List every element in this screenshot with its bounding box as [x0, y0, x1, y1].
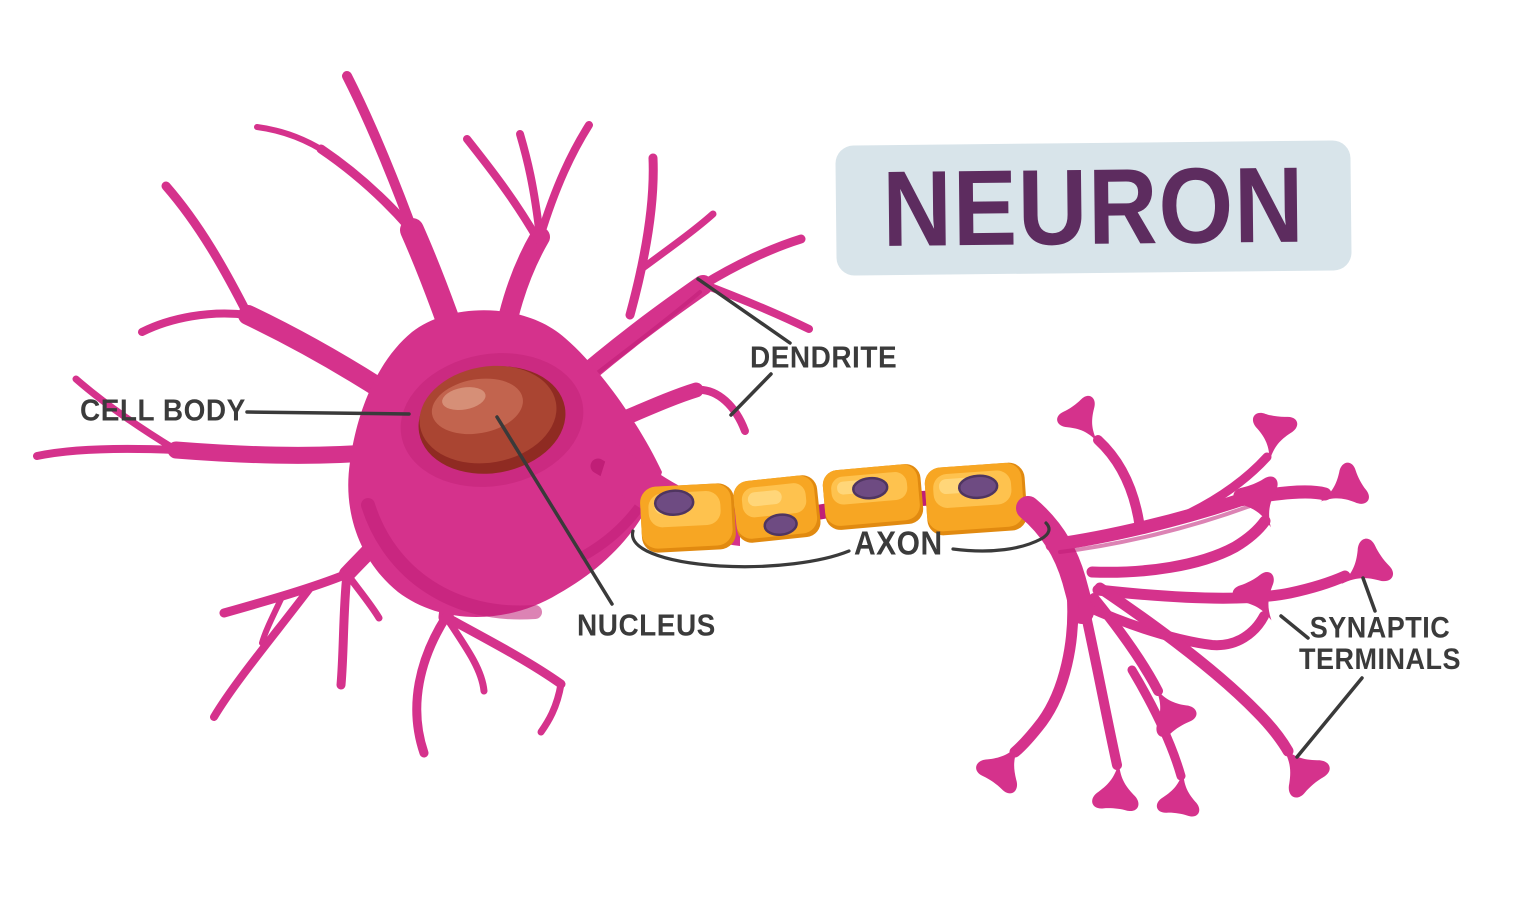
myelin-sheath — [640, 462, 1028, 553]
axon-terminals — [973, 393, 1397, 818]
myelin-segment — [822, 464, 924, 530]
leader-synaptic-c — [1295, 676, 1364, 759]
nucleus-shape — [400, 353, 584, 487]
synaptic-knob — [1247, 411, 1299, 464]
label-nucleus: NUCLEUS — [577, 607, 716, 642]
label-dendrite: DENDRITE — [750, 339, 898, 374]
label-axon: AXON — [854, 525, 943, 563]
synaptic-knobs — [973, 393, 1397, 818]
leader-cell-body — [245, 410, 411, 416]
synaptic-knob — [1263, 731, 1333, 801]
label-synaptic-terminals: SYNAPTIC TERMINALS — [1280, 612, 1480, 676]
myelin-segment — [733, 475, 821, 543]
leader-dendrite-upper — [696, 277, 792, 345]
leader-synaptic-a — [1361, 576, 1377, 613]
myelin-segment — [924, 462, 1028, 536]
axon-bracket-left — [630, 529, 851, 569]
label-cell-body: CELL BODY — [80, 392, 246, 427]
leader-nucleus — [495, 415, 614, 606]
label-synaptic-line1: SYNAPTIC — [1309, 610, 1451, 644]
page-title: NEURON — [881, 145, 1306, 270]
myelin-segment — [640, 483, 736, 553]
leader-synaptic-b — [1279, 614, 1310, 640]
axon-bracket-right — [951, 521, 1051, 553]
synaptic-knob — [1327, 535, 1397, 604]
title-badge: NEURON — [835, 140, 1352, 276]
leader-lines — [245, 277, 1377, 759]
label-synaptic-line2: TERMINALS — [1299, 642, 1461, 676]
leader-dendrite-lower — [729, 372, 773, 417]
